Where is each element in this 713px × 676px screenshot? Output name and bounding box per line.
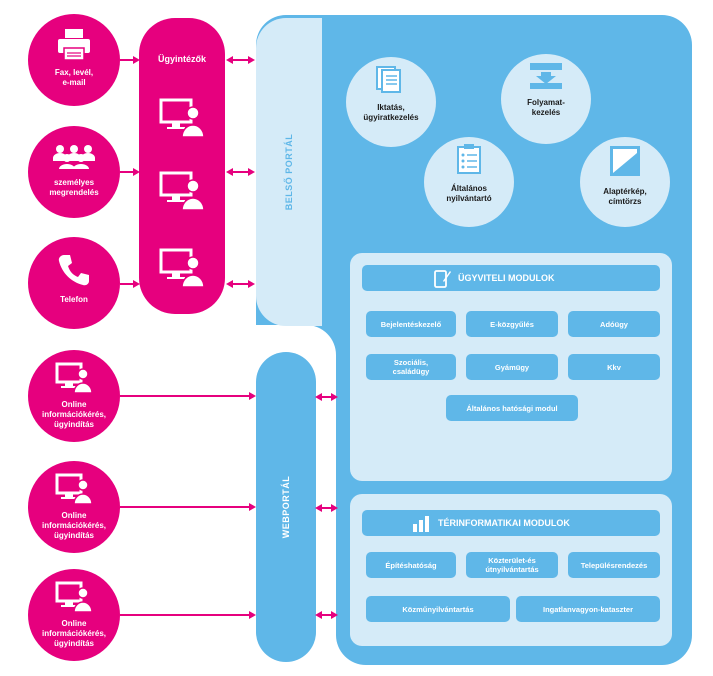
channel-online-3: Online információkérés, ügyindítás <box>28 569 120 661</box>
agent-icon <box>159 98 205 138</box>
map-icon <box>610 146 640 176</box>
channel-label: Fax, levél, e-mail <box>54 68 94 87</box>
checklist-icon <box>457 144 481 174</box>
channel-online-1: Online információkérés, ügyindítás <box>28 350 120 442</box>
channel-personal-order: személyes megrendelés <box>28 126 120 218</box>
arrow-line <box>120 171 134 173</box>
module-button[interactable]: Kkv <box>568 354 660 380</box>
agents-title: Ügyintézők <box>157 54 206 64</box>
internal-portal: BELSŐ PORTÁL <box>256 18 322 326</box>
arrow-line <box>120 283 134 285</box>
module-label: Folyamat- kezelés <box>527 98 565 117</box>
documents-icon <box>376 66 401 93</box>
arrow-line <box>120 506 250 508</box>
computer-user-icon <box>55 581 93 613</box>
arrow-head <box>249 392 256 400</box>
geo-modules-header: TÉRINFORMATIKAI MODULOK <box>362 510 660 536</box>
computer-user-icon <box>55 473 93 505</box>
printer-icon <box>58 29 90 61</box>
arrow-line <box>120 614 250 616</box>
people-icon <box>53 145 95 169</box>
channel-fax-letter-email: Fax, levél, e-mail <box>28 14 120 106</box>
computer-user-icon <box>55 362 93 394</box>
channel-phone: Telefon <box>28 237 120 329</box>
channel-label: Telefon <box>60 295 88 304</box>
module-button[interactable]: Szociális, családügy <box>366 354 456 380</box>
module-button[interactable]: Bejelentéskezelő <box>366 311 456 337</box>
module-button[interactable]: Közműnyilvántartás <box>366 596 510 622</box>
module-button[interactable]: Településrendezés <box>568 552 660 578</box>
module-general-registry: Általános nyilvántartó <box>424 137 514 227</box>
arrow-head <box>133 168 140 176</box>
process-icon <box>530 63 562 89</box>
module-button[interactable]: Általános hatósági modul <box>446 395 578 421</box>
arrow-head <box>133 56 140 64</box>
web-portal: WEBPORTÁL <box>256 352 316 662</box>
channel-label: Online információkérés, ügyindítás <box>41 619 107 648</box>
module-filing: Iktatás, ügyiratkezelés <box>346 57 436 147</box>
geo-modules-panel: TÉRINFORMATIKAI MODULOK Építéshatóság Kö… <box>350 494 672 646</box>
arrow-head <box>133 280 140 288</box>
admin-modules-panel: ÜGYVITELI MODULOK Bejelentéskezelő E-köz… <box>350 253 672 481</box>
bar-chart-icon <box>413 516 429 532</box>
web-portal-label: WEBPORTÁL <box>281 475 291 539</box>
geo-modules-title: TÉRINFORMATIKAI MODULOK <box>438 518 570 528</box>
module-button[interactable]: Adóügy <box>568 311 660 337</box>
module-label: Iktatás, ügyiratkezelés <box>363 103 419 122</box>
agent-icon <box>159 171 205 211</box>
arrow-line <box>120 395 250 397</box>
tablet-pen-icon <box>434 270 451 288</box>
module-button[interactable]: E-közgyűlés <box>466 311 558 337</box>
admin-modules-title: ÜGYVITELI MODULOK <box>458 273 555 283</box>
module-button[interactable]: Ingatlanvagyon-kataszter <box>516 596 660 622</box>
channel-online-2: Online információkérés, ügyindítás <box>28 461 120 553</box>
module-label: Általános nyilvántartó <box>446 184 492 203</box>
channel-label: Online információkérés, ügyindítás <box>41 511 107 540</box>
module-base-map: Alaptérkép, címtörzs <box>580 137 670 227</box>
arrow-line <box>120 59 134 61</box>
agent-icon <box>159 248 205 288</box>
arrow-head <box>249 611 256 619</box>
module-button[interactable]: Közterület-és útnyilvántartás <box>466 552 558 578</box>
module-button[interactable]: Építéshatóság <box>366 552 456 578</box>
agents-column: Ügyintézők <box>139 18 225 314</box>
phone-icon <box>58 255 89 286</box>
module-button[interactable]: Gyámügy <box>466 354 558 380</box>
module-process: Folyamat- kezelés <box>501 54 591 144</box>
channel-label: személyes megrendelés <box>49 178 99 197</box>
channel-label: Online információkérés, ügyindítás <box>41 400 107 429</box>
arrow-head <box>249 503 256 511</box>
internal-portal-label: BELSŐ PORTÁL <box>284 133 294 211</box>
module-label: Alaptérkép, címtörzs <box>603 187 647 206</box>
admin-modules-header: ÜGYVITELI MODULOK <box>362 265 660 291</box>
